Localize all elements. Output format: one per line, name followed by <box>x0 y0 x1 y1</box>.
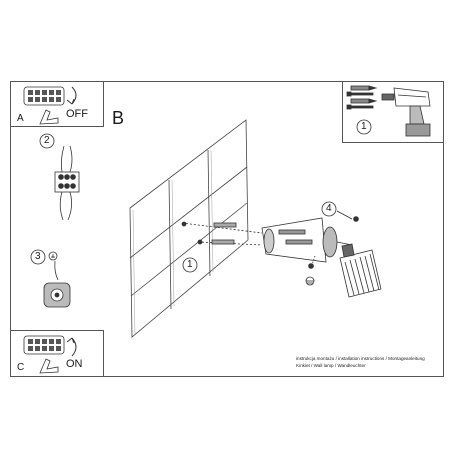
step-3-callout-circle <box>30 249 46 265</box>
off-label: OFF <box>66 108 88 120</box>
wall-shading <box>132 149 214 336</box>
step-4-callout-circle <box>321 201 337 217</box>
panel-b-letter: B <box>112 108 125 128</box>
mounting-bracket <box>261 217 327 263</box>
tools-callout-circle <box>356 119 372 135</box>
step-2-callout-circle <box>39 133 55 149</box>
set-screw-icon <box>308 210 359 269</box>
lamp-fixture <box>322 226 382 298</box>
hand-pointer-icon <box>39 109 59 125</box>
diagram-frame <box>10 81 444 377</box>
panel-a-letter: A <box>17 113 24 124</box>
ground-terminal-icon <box>43 260 71 308</box>
terminal-block-icon <box>54 145 80 221</box>
wall-step-callout-number: 1 <box>187 259 193 270</box>
wall-plug-icon <box>346 85 378 110</box>
step-3-callout-number: 3 <box>35 251 41 262</box>
caption-instructions: instrukcja montażu / installation instru… <box>296 356 425 361</box>
screw-anchor-icon <box>181 221 263 246</box>
wall-switch-icon <box>23 335 65 355</box>
ground-symbol-icon <box>305 276 315 286</box>
hand-pointer-icon <box>39 358 59 374</box>
caption-product: Kinkiet / Wall lamp / Wandleuchter <box>296 363 366 368</box>
step-4-callout-number: 4 <box>326 203 332 214</box>
arrow-down-icon <box>66 86 77 105</box>
panel-c-letter: C <box>17 362 25 373</box>
on-label: ON <box>66 358 83 370</box>
wall-switch-icon <box>23 86 65 106</box>
drill-icon <box>381 87 431 137</box>
step-2-callout-number: 2 <box>44 135 50 146</box>
wall-tiles <box>129 119 249 338</box>
tools-callout-number: 1 <box>361 121 367 132</box>
wall-step-callout-circle <box>182 257 198 273</box>
arrow-up-icon <box>66 337 77 357</box>
ground-symbol-icon <box>48 251 58 261</box>
